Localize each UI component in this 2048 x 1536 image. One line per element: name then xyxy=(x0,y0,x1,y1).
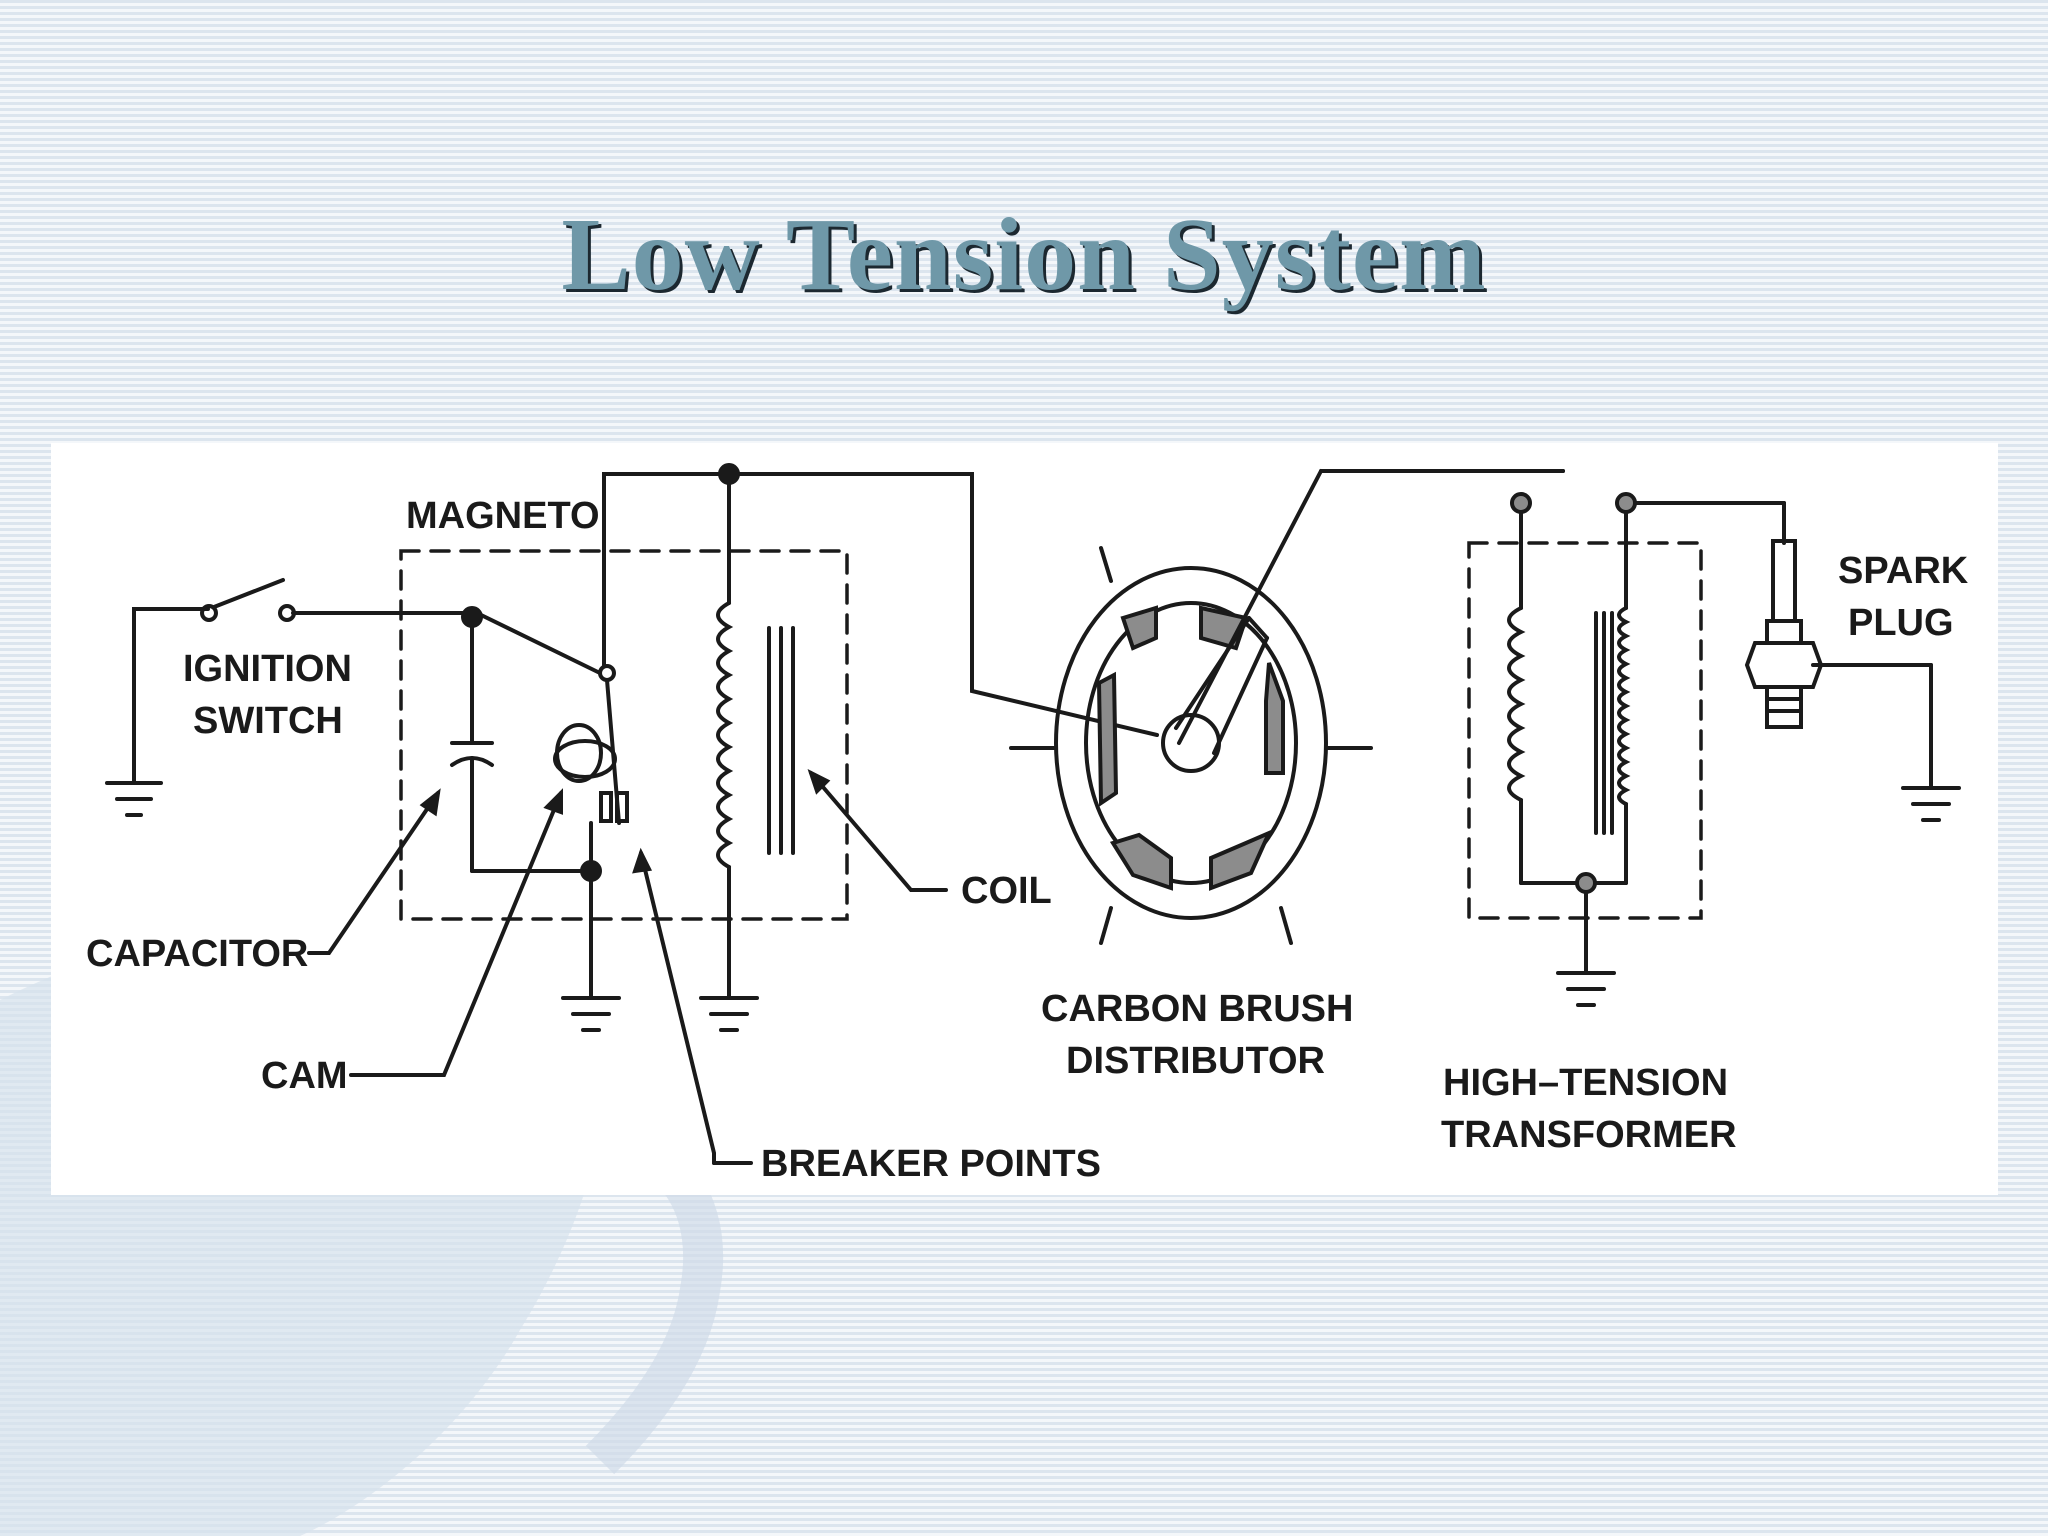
ignition-switch-icon xyxy=(132,578,479,785)
ground-icon xyxy=(1556,971,1616,1007)
breaker-points-icon xyxy=(589,678,629,1000)
coil-label: COIL xyxy=(961,870,1052,912)
spark-plug-label-2: PLUG xyxy=(1848,602,1954,644)
transformer-label-2: TRANSFORMER xyxy=(1441,1114,1737,1156)
slide-title: Low Tension System xyxy=(561,197,1487,312)
capacitor-icon xyxy=(450,615,593,873)
distributor-icon xyxy=(1009,469,1565,945)
ground-icon xyxy=(561,996,621,1032)
capacitor-label: CAPACITOR xyxy=(86,933,308,975)
ground-icon xyxy=(105,781,163,817)
distributor-label-2: DISTRIBUTOR xyxy=(1066,1040,1325,1082)
cam-label: CAM xyxy=(261,1055,348,1097)
coil-leader xyxy=(807,769,948,892)
ignition-switch-label-1: IGNITION xyxy=(183,648,352,690)
distributor-label-1: CARBON BRUSH xyxy=(1041,988,1353,1030)
capacitor-leader xyxy=(307,788,441,955)
magneto-label: MAGNETO xyxy=(406,495,600,537)
transformer-label-1: HIGH–TENSION xyxy=(1443,1062,1728,1104)
ground-icon xyxy=(1901,786,1961,822)
ignition-circuit-diagram: MAGNETO IGNITION SWITCH CAPACITOR CAM BR… xyxy=(51,443,1998,1195)
breaker-points-label: BREAKER POINTS xyxy=(761,1143,1101,1185)
magneto-box xyxy=(399,549,849,921)
cam-icon xyxy=(553,723,617,783)
coil-icon xyxy=(716,472,795,1000)
ground-icon xyxy=(699,996,759,1032)
circuit-svg: MAGNETO IGNITION SWITCH CAPACITOR CAM BR… xyxy=(86,463,1969,1185)
spark-plug-label-1: SPARK xyxy=(1838,550,1969,592)
breaker-points-leader xyxy=(632,847,753,1165)
transformer-icon xyxy=(1507,501,1786,975)
cam-leader xyxy=(349,788,563,1077)
spark-plug-icon xyxy=(1744,539,1933,790)
transformer-box xyxy=(1467,541,1703,920)
ignition-switch-label-2: SWITCH xyxy=(193,700,343,742)
